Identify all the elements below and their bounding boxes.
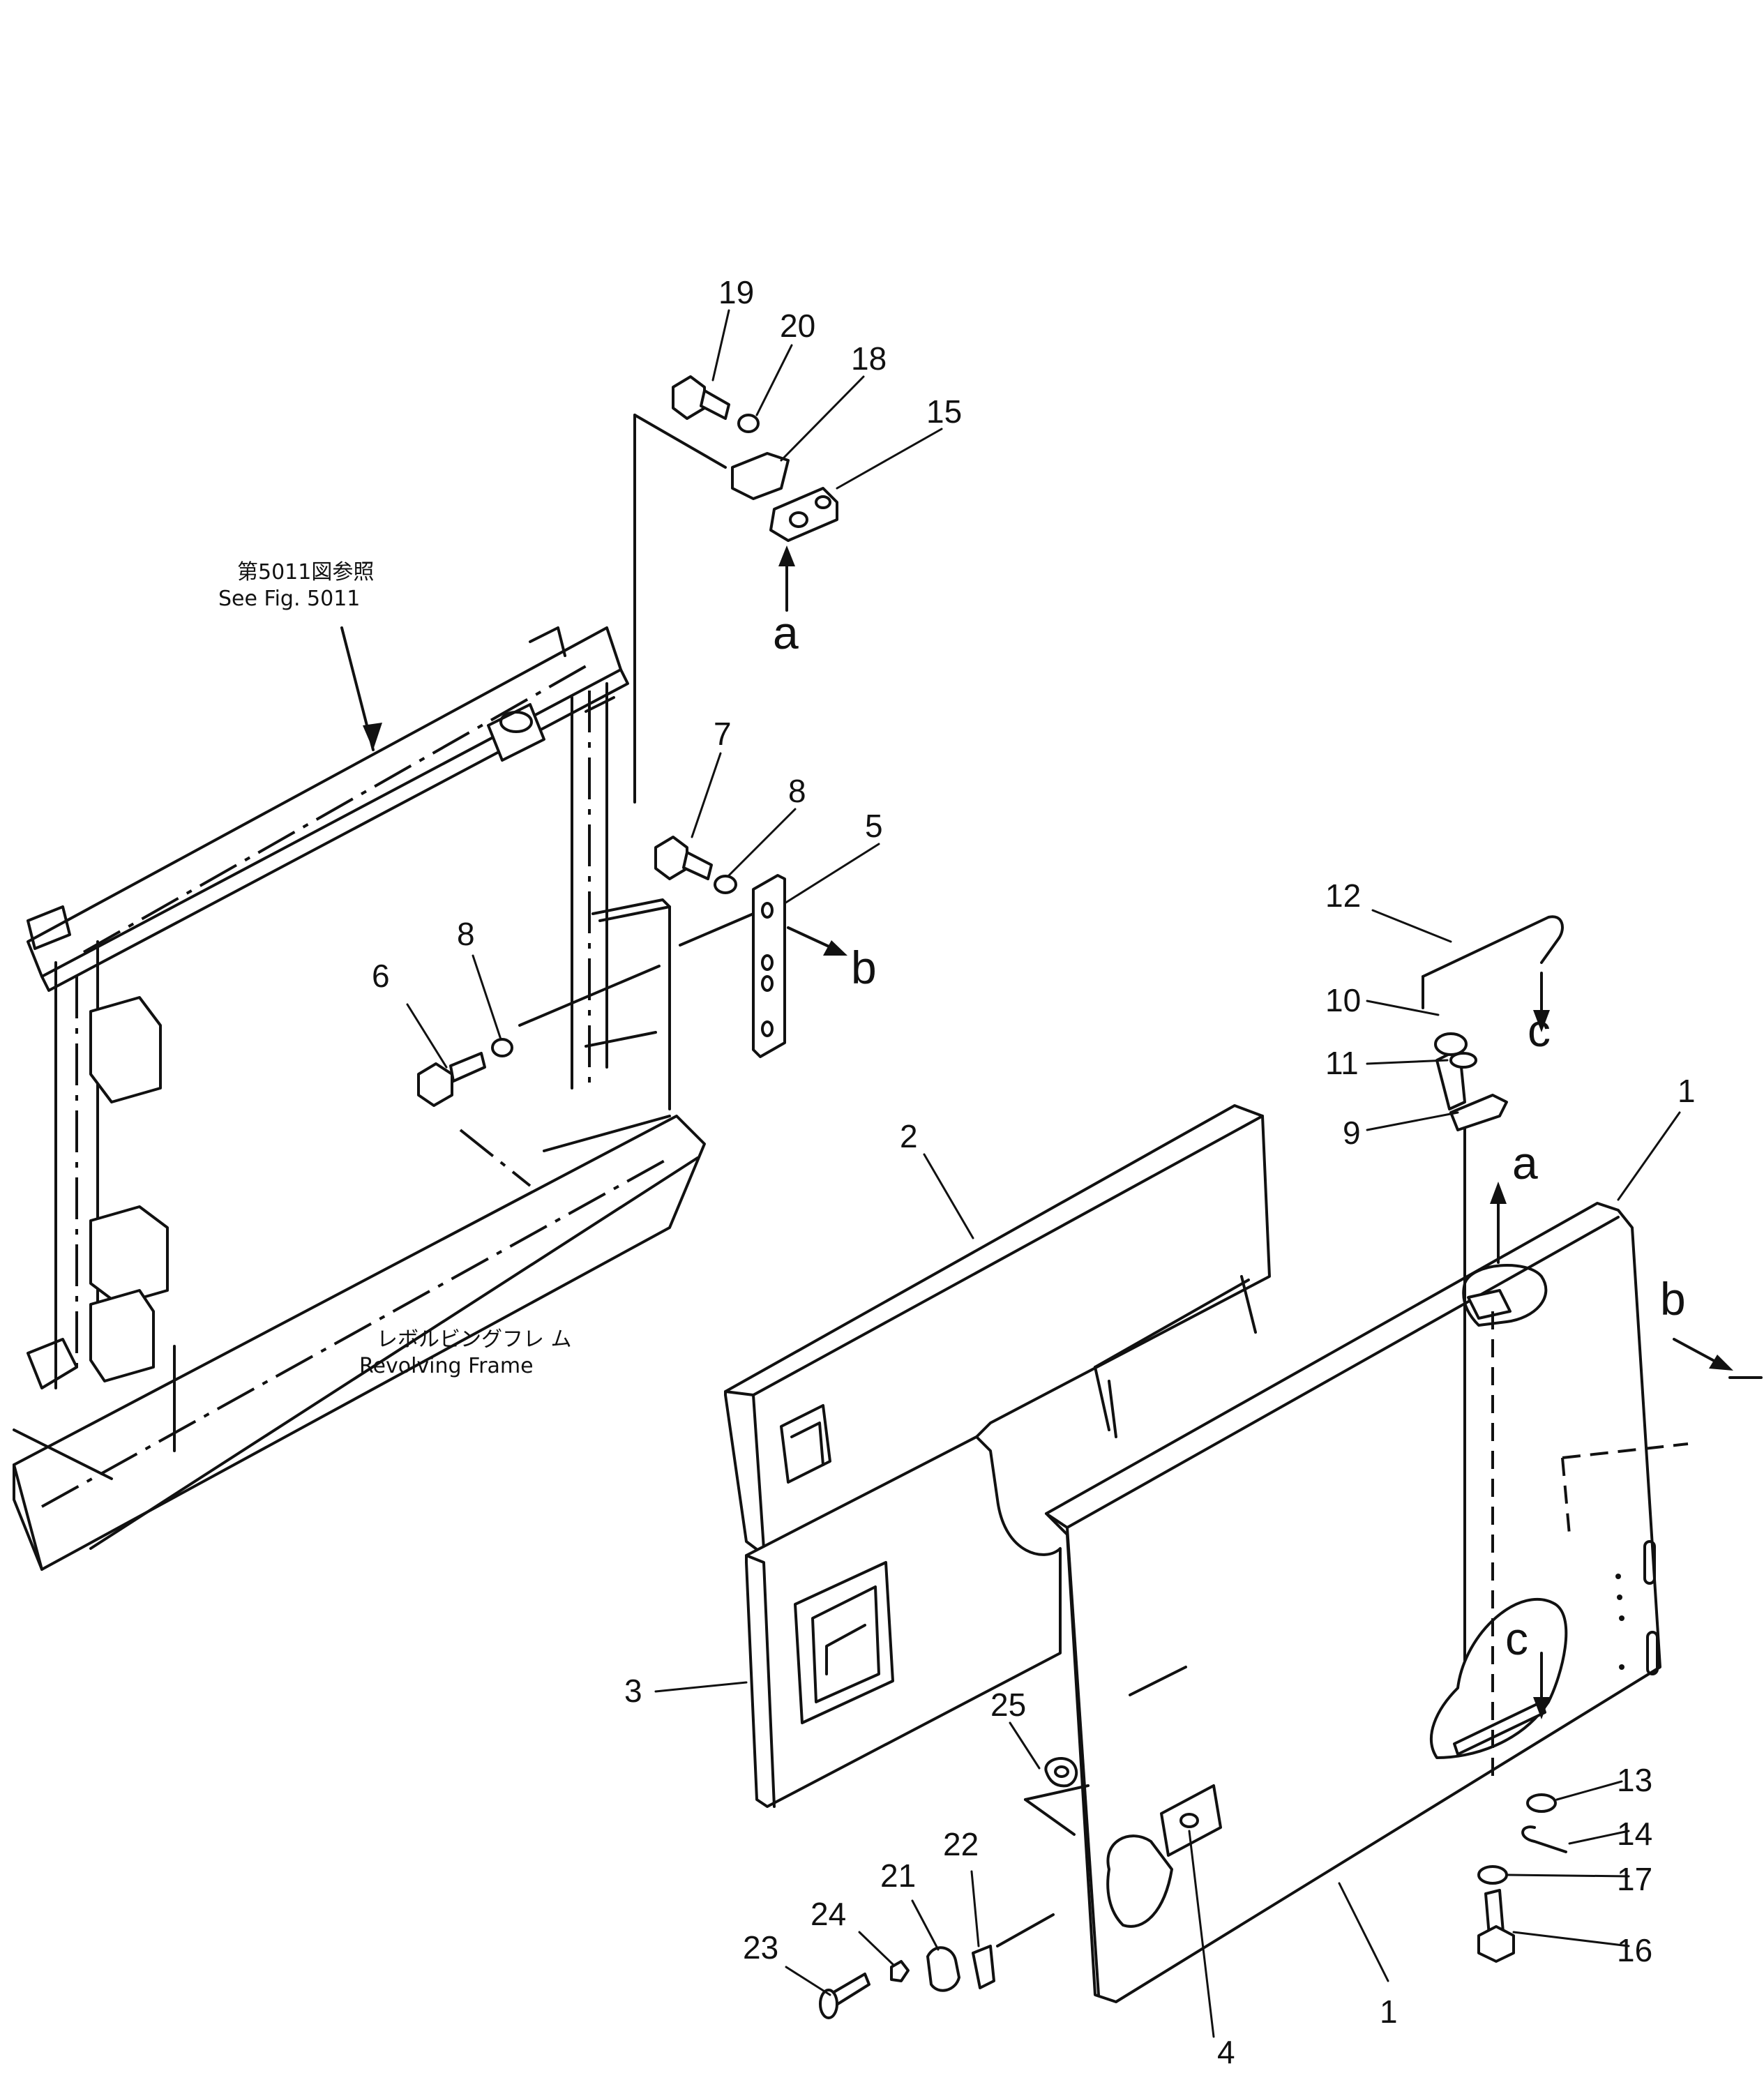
frame-label-jp: レボルビングフレ ム [377, 1327, 572, 1352]
letter-a-top: a [773, 607, 799, 658]
label-1-top: 1 [1678, 1073, 1696, 1109]
plate-22 [972, 1945, 995, 1989]
bolt-19 [672, 375, 730, 420]
letter-a-door: a [1512, 1137, 1538, 1189]
label-15: 15 [926, 393, 962, 430]
bracket-5 [752, 874, 786, 1058]
label-1-bottom: 1 [1380, 1993, 1398, 2030]
label-9: 9 [1343, 1115, 1361, 1151]
washer-17 [1477, 1865, 1508, 1885]
nut-25 [1044, 1757, 1078, 1788]
bolt-7 [654, 836, 713, 880]
label-8-lower: 8 [457, 916, 475, 952]
label-16: 16 [1617, 1932, 1652, 1968]
letter-c-handle: c [1528, 1004, 1551, 1056]
door-1 [1024, 1202, 1689, 2003]
view-letters: a b c a b c [773, 607, 1686, 1664]
label-19: 19 [718, 274, 754, 310]
top-hinge-group [633, 375, 838, 804]
hinge-15 [769, 487, 838, 542]
middle-hinge-group [417, 836, 847, 1107]
handle-12 [1422, 915, 1564, 978]
panel-3 [745, 1435, 1062, 1808]
frame-label-en: Revolving Frame [359, 1354, 534, 1378]
label-22: 22 [943, 1826, 979, 1862]
label-14: 14 [1617, 1816, 1652, 1852]
screw-23 [819, 1973, 870, 2019]
label-8-upper: 8 [788, 773, 806, 809]
label-23: 23 [743, 1929, 778, 1966]
label-4: 4 [1217, 2034, 1235, 2070]
letter-b-door: b [1660, 1273, 1686, 1325]
panel-2 [724, 1104, 1271, 1553]
label-24: 24 [811, 1896, 846, 1932]
fig-ref-en: See Fig. 5011 [218, 587, 360, 611]
washer-8-upper [714, 875, 737, 894]
leader-lines [406, 309, 1681, 2038]
washer-20 [737, 414, 760, 433]
part-numbers: 19 20 18 15 7 8 5 6 8 2 3 12 10 11 9 1 2… [372, 274, 1696, 2070]
catch-21 [926, 1946, 960, 1992]
plate-18 [731, 452, 790, 500]
label-7: 7 [714, 716, 732, 752]
label-3: 3 [624, 1673, 642, 1709]
label-21: 21 [880, 1857, 916, 1894]
label-10: 10 [1325, 982, 1361, 1018]
label-11: 11 [1325, 1045, 1359, 1081]
lower-latch-group [819, 1757, 1078, 2019]
label-13: 13 [1617, 1762, 1652, 1798]
letter-c-door: c [1505, 1613, 1528, 1664]
label-12: 12 [1325, 877, 1361, 914]
bolt-6 [417, 1052, 486, 1107]
fig-ref-jp: 第5011図参照 [237, 560, 374, 585]
label-2: 2 [900, 1118, 918, 1154]
label-25: 25 [990, 1687, 1026, 1723]
washer-13 [1526, 1793, 1557, 1813]
letter-b-bracket: b [851, 942, 877, 993]
latch-9 [1449, 1094, 1508, 1131]
revolving-frame [13, 626, 706, 1571]
door-hardware [1422, 915, 1763, 1963]
washer-8-lower [491, 1038, 513, 1057]
label-6: 6 [372, 958, 390, 994]
label-18: 18 [851, 340, 887, 377]
label-20: 20 [780, 308, 815, 344]
washer-11 [1449, 1052, 1477, 1069]
label-5: 5 [865, 808, 883, 844]
bolt-16 [1477, 1889, 1515, 1963]
pin-14 [1521, 1825, 1567, 1853]
label-17: 17 [1617, 1861, 1652, 1897]
lockwasher-24 [890, 1960, 910, 1982]
fig-ref-leader [340, 626, 382, 751]
